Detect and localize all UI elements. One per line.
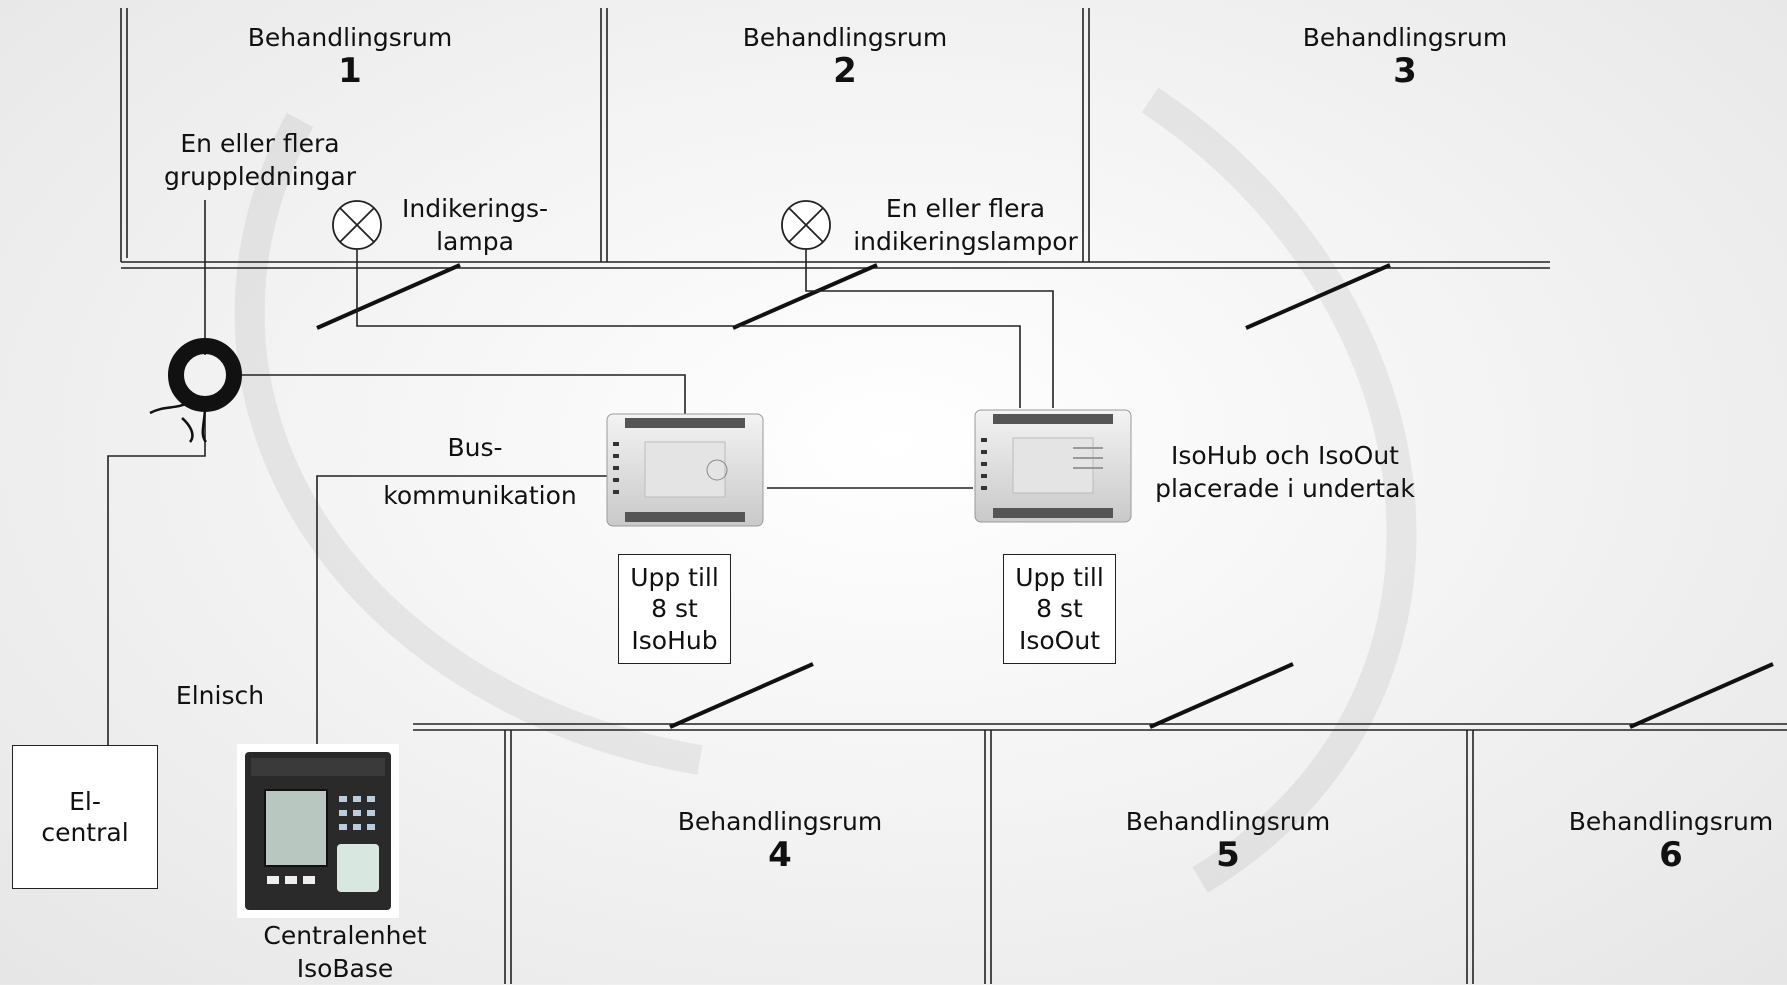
top-doors [316, 263, 1391, 330]
top-room-walls [120, 8, 1550, 269]
room-label-1: Behandlingsrum 1 [230, 23, 470, 90]
room-label-4: Behandlingsrum 4 [660, 807, 900, 874]
hub-placement-label: IsoHub och IsoOut placerade i undertak [1155, 441, 1415, 503]
room-number: 6 [1659, 835, 1683, 875]
bottom-room-walls [413, 723, 1787, 984]
room-title: Behandlingsrum [1125, 807, 1331, 836]
room-title: Behandlingsrum [742, 23, 948, 52]
room-number: 2 [833, 51, 857, 91]
bottom-doors [669, 662, 1774, 729]
background-decoration [234, 87, 1417, 893]
room-label-2: Behandlingsrum 2 [725, 23, 965, 90]
room-label-5: Behandlingsrum 5 [1108, 807, 1348, 874]
indicator-lamps-label: En eller flera indikeringslampor [853, 194, 1078, 256]
room-title: Behandlingsrum [1568, 807, 1774, 836]
isobase-device [237, 744, 399, 918]
lamp-icon [781, 200, 831, 250]
room-label-3: Behandlingsrum 3 [1285, 23, 1525, 90]
group-lines-label: En eller flera gruppledningar [163, 129, 357, 191]
isoout-count-box: Upp till 8 st IsoOut [1003, 554, 1116, 664]
isohub-device [606, 413, 764, 527]
room-number: 1 [338, 51, 362, 91]
lamp-icon [332, 200, 382, 250]
room-label-6: Behandlingsrum 6 [1555, 807, 1787, 874]
room-title: Behandlingsrum [1302, 23, 1508, 52]
bus-label-line1: Bus- [447, 433, 503, 462]
central-unit-label: Centralenhet IsoBase [263, 921, 427, 983]
indicator-lamp-label: Indikerings- lampa [402, 194, 548, 256]
isoout-device [974, 409, 1132, 523]
room-number: 5 [1216, 835, 1240, 875]
room-number: 4 [768, 835, 792, 875]
room-title: Behandlingsrum [677, 807, 883, 836]
el-central-box: El- central [12, 745, 158, 889]
room-number: 3 [1393, 51, 1417, 91]
isohub-count-box: Upp till 8 st IsoHub [618, 554, 731, 664]
bus-label-line2: kommunikation [383, 481, 577, 510]
wiring [107, 200, 1054, 746]
current-transformer-icon [149, 338, 242, 443]
elnisch-label: Elnisch [175, 681, 265, 710]
room-title: Behandlingsrum [247, 23, 453, 52]
